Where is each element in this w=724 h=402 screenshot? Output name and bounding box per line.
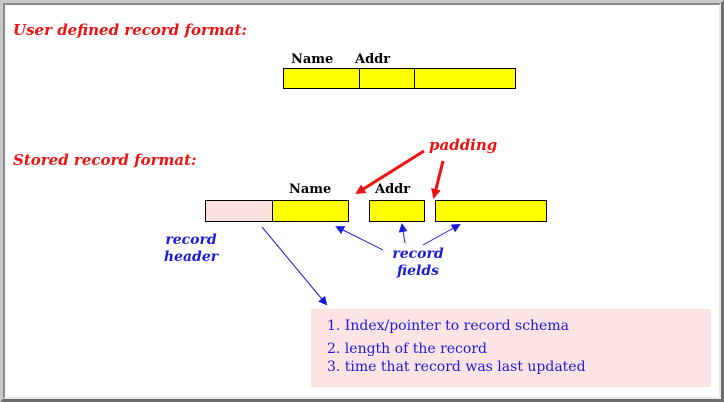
user-name-label: Name xyxy=(291,52,334,67)
stored-name-label: Name xyxy=(289,182,332,197)
fields-arrow-other xyxy=(422,224,461,246)
padding-arrow-2 xyxy=(431,160,445,199)
fields-arrow-name xyxy=(335,226,384,251)
stored-format-title: Stored record format: xyxy=(13,151,197,169)
stored-addr-label: Addr xyxy=(375,182,411,197)
header-contents-box: 1. Index/pointer to record schema 2. len… xyxy=(311,309,711,387)
user-format-title: User defined record format: xyxy=(13,21,247,39)
user-other-field xyxy=(414,68,516,89)
record-fields-label: record fields xyxy=(392,246,444,279)
stored-other-field xyxy=(435,200,547,222)
header-contents-item: 1. Index/pointer to record schema xyxy=(327,318,569,334)
fields-arrow-addr xyxy=(398,223,408,244)
stored-name-field xyxy=(272,200,349,222)
header-contents-item: 3. time that record was last updated xyxy=(327,359,586,375)
header-arrow xyxy=(261,226,328,306)
padding-label: padding xyxy=(429,136,498,154)
stored-addr-field xyxy=(369,200,425,222)
padding-arrow-1 xyxy=(355,149,425,195)
header-contents-item: 2. length of the record xyxy=(327,341,487,357)
record-header-label: record header xyxy=(163,232,219,265)
user-addr-label: Addr xyxy=(355,52,391,67)
arrows-layer xyxy=(261,149,461,306)
